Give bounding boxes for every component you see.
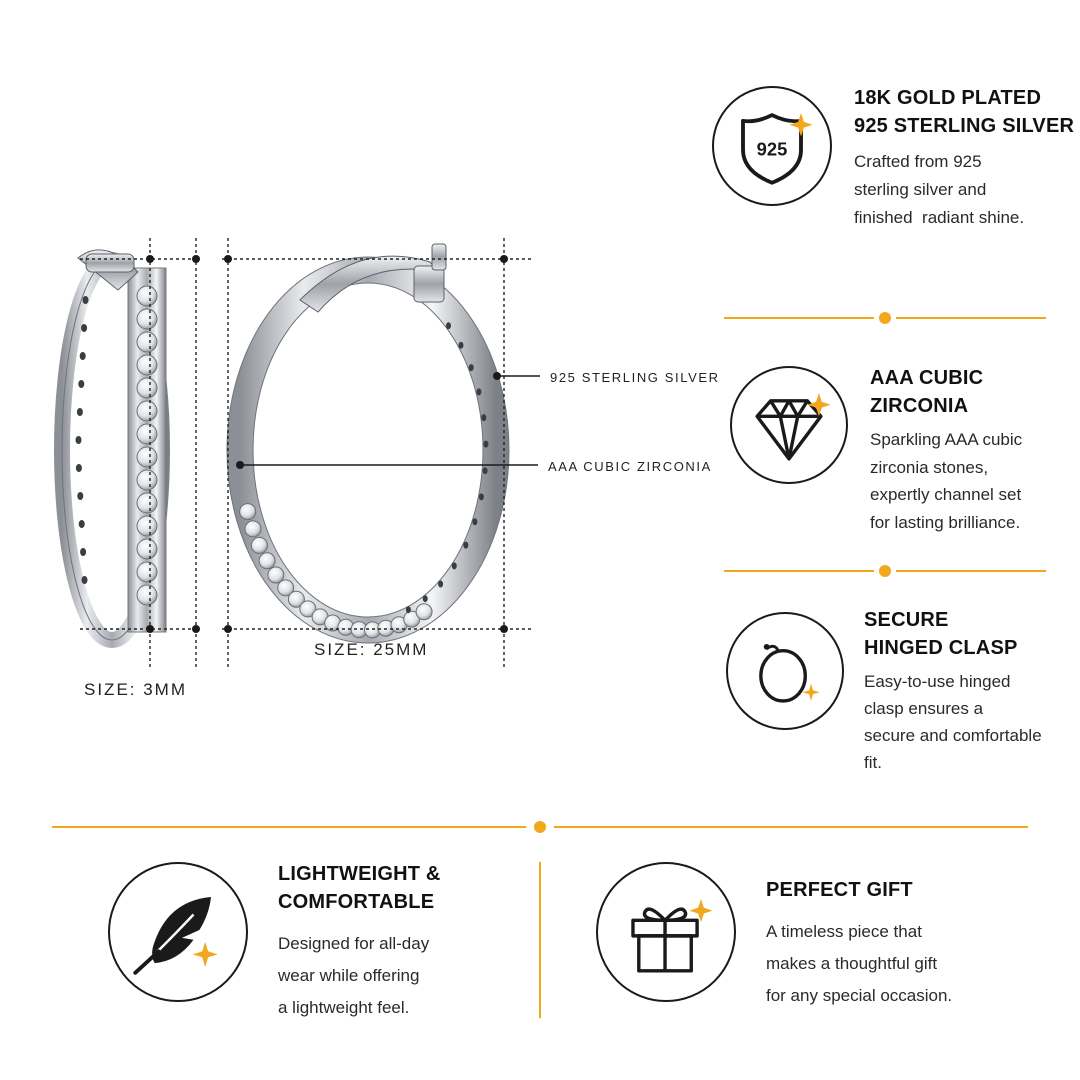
- feature-desc-zirconia: Sparkling AAA cubic zirconia stones, exp…: [870, 430, 1023, 532]
- feature-title-zirconia: AAA CUBIC ZIRCONIA: [870, 367, 984, 417]
- zirconia-stone: [136, 400, 158, 422]
- band-hole: [75, 464, 82, 472]
- shield-925-icon: 925: [741, 113, 813, 185]
- feature-desc-sterling: Crafted from 925 sterling silver and fin…: [854, 152, 1025, 227]
- zirconia-stone: [415, 603, 433, 621]
- feature-icon-circle-gift: [596, 862, 736, 1002]
- callout-cubic-zirconia: AAA CUBIC ZIRCONIA: [548, 459, 712, 474]
- zirconia-stone: [136, 469, 158, 491]
- zirconia-stone: [136, 492, 158, 514]
- zirconia-stone: [277, 579, 295, 597]
- zirconia-stone: [287, 590, 305, 608]
- feature-title-clasp: SECURE HINGED CLASP: [864, 609, 1018, 659]
- vertical-divider: [539, 862, 541, 1018]
- feature-icon-circle-sterling: 925: [712, 86, 832, 206]
- hoop-clasp-icon: [759, 643, 820, 703]
- feature-icon-circle-zirconia: [730, 366, 848, 484]
- zirconia-stone: [136, 331, 158, 353]
- earring-side-view: [54, 249, 170, 648]
- band-hole: [481, 414, 487, 422]
- divider-dot: [879, 565, 891, 577]
- zirconia-stone: [299, 600, 317, 618]
- divider-line: [896, 317, 1046, 319]
- divider-dot: [879, 312, 891, 324]
- feature-desc-gift: A timeless piece that makes a thoughtful…: [766, 922, 953, 1005]
- feature-desc-lightweight: Designed for all-day wear while offering…: [278, 934, 430, 1017]
- feature-title-lightweight: LIGHTWEIGHT & COMFORTABLE: [278, 863, 441, 913]
- band-hole: [79, 352, 86, 360]
- zirconia-stone: [244, 520, 262, 538]
- zirconia-stone: [136, 354, 158, 376]
- callout-dot-sterling: [493, 372, 501, 380]
- zirconia-stone: [136, 446, 158, 468]
- band-hole: [422, 595, 428, 603]
- divider-line: [724, 317, 874, 319]
- feather-icon: [133, 897, 218, 975]
- band-hole: [451, 562, 457, 570]
- zirconia-stone: [267, 566, 285, 584]
- zirconia-stone: [136, 561, 158, 583]
- zirconia-stone: [136, 423, 158, 445]
- earring-product-illustration: [54, 238, 540, 668]
- band-hole: [458, 341, 464, 349]
- diamond-icon: [755, 393, 831, 461]
- zirconia-stone: [250, 536, 268, 554]
- size-width-label: SIZE: 3MM: [84, 680, 188, 699]
- band-hole: [438, 580, 444, 588]
- band-hole: [80, 548, 87, 556]
- size-diameter-label: SIZE: 25MM: [314, 640, 429, 659]
- divider-line: [724, 570, 874, 572]
- feature-icon-circle-clasp: [726, 612, 844, 730]
- band-hole: [76, 408, 83, 416]
- band-hole: [75, 436, 82, 444]
- band-hole: [483, 440, 489, 448]
- svg-text:925: 925: [757, 139, 788, 160]
- zirconia-stone: [136, 538, 158, 560]
- divider-line: [52, 826, 526, 828]
- band-hole: [77, 492, 84, 500]
- feature-desc-clasp: Easy-to-use hinged clasp ensures a secur…: [864, 672, 1042, 772]
- band-hole: [82, 296, 89, 304]
- band-hole: [81, 324, 88, 332]
- dimension-lines: [80, 238, 534, 668]
- band-hole: [78, 380, 85, 388]
- gift-icon: [631, 898, 713, 973]
- band-hole: [446, 322, 451, 330]
- feature-title-sterling: 18K GOLD PLATED 925 STERLING SILVER: [854, 87, 1075, 137]
- callout-dot-zirconia: [236, 461, 244, 469]
- band-hole: [478, 493, 484, 501]
- band-hole: [405, 606, 411, 614]
- callout-sterling-silver: 925 STERLING SILVER: [550, 370, 720, 385]
- feature-title-gift: PERFECT GIFT: [766, 879, 913, 901]
- band-hole: [476, 388, 482, 396]
- divider-dot: [534, 821, 546, 833]
- zirconia-stone: [136, 285, 158, 307]
- band-hole: [78, 520, 85, 528]
- band-hole: [463, 541, 469, 549]
- callout-leaders: [240, 375, 540, 466]
- zirconia-stone: [136, 584, 158, 606]
- divider-line: [896, 570, 1046, 572]
- feature-icon-circle-lightweight: [108, 862, 248, 1002]
- zirconia-stone: [239, 503, 257, 521]
- zirconia-stone: [136, 515, 158, 537]
- band-hole: [472, 518, 478, 526]
- earring-front-view: [226, 243, 510, 644]
- zirconia-stone: [258, 552, 276, 570]
- divider-line: [554, 826, 1028, 828]
- zirconia-stone: [136, 377, 158, 399]
- zirconia-stone: [136, 308, 158, 330]
- band-hole: [468, 364, 474, 372]
- band-hole: [482, 467, 488, 475]
- band-hole: [81, 576, 88, 584]
- dimension-dots: [146, 255, 508, 633]
